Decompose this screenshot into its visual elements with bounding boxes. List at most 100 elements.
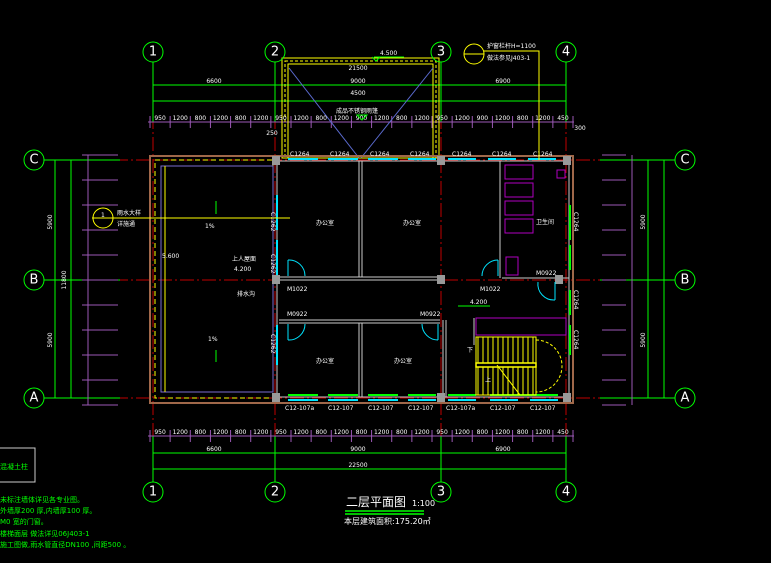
detail-dimension-label: 900	[477, 115, 489, 122]
room-labels: 办公室 办公室 办公室 办公室 卫生间	[316, 218, 554, 365]
svg-text:做法参见J403-1: 做法参见J403-1	[487, 54, 530, 62]
svg-text:上人屋面: 上人屋面	[232, 255, 256, 263]
svg-text:C12-107a: C12-107a	[285, 405, 314, 412]
svg-text:B: B	[681, 273, 690, 288]
svg-text:A: A	[30, 391, 39, 406]
detail-dimension-label: 1200	[334, 115, 349, 122]
svg-text:9000: 9000	[350, 446, 365, 453]
axis-bubble-3-bottom: 3	[430, 481, 452, 503]
room-label-office: 办公室	[403, 219, 421, 227]
svg-text:二层平面图: 二层平面图	[346, 495, 406, 509]
svg-text:排水沟: 排水沟	[237, 290, 255, 298]
svg-text:C1264: C1264	[330, 151, 350, 158]
svg-text:成品不锈钢雨篷: 成品不锈钢雨篷	[336, 107, 378, 115]
svg-text:300: 300	[574, 125, 586, 132]
detail-dimension-label: 450	[557, 429, 569, 436]
windows	[276, 158, 571, 401]
detail-dimension-label: 800	[396, 115, 408, 122]
svg-text:21500: 21500	[348, 65, 367, 72]
detail-dimension-label: 800	[396, 429, 408, 436]
detail-dimension-label: 800	[195, 429, 207, 436]
detail-dimension-label: 800	[477, 429, 489, 436]
window-labels: C1264 C1264 C1264 C1264 C1264 C1264 C126…	[269, 151, 579, 412]
svg-text:C1264: C1264	[452, 151, 472, 158]
svg-text:雨水大样: 雨水大样	[117, 209, 141, 217]
svg-text:M1022: M1022	[480, 286, 501, 293]
svg-text:1: 1	[101, 212, 105, 219]
svg-text:M0922: M0922	[536, 270, 557, 277]
svg-text:6600: 6600	[206, 446, 221, 453]
detail-dimension-label: 950	[154, 429, 166, 436]
svg-text:9000: 9000	[350, 78, 365, 85]
axis-bubble-C-right: C	[674, 149, 696, 171]
detail-dimension-label: 950	[436, 115, 448, 122]
svg-text:混凝土柱: 混凝土柱	[0, 462, 28, 471]
axis-bubble-B-right: B	[674, 269, 696, 291]
svg-text:护窗栏杆H=1100: 护窗栏杆H=1100	[487, 42, 536, 50]
svg-text:1: 1	[149, 485, 157, 500]
detail-dimension-label: 800	[356, 429, 368, 436]
detail-dimension-label: 1200	[455, 115, 470, 122]
svg-text:5900: 5900	[47, 332, 54, 347]
svg-text:2: 2	[271, 45, 279, 60]
detail-dimension-label: 800	[517, 429, 529, 436]
detail-dimension-label: 1200	[535, 429, 550, 436]
axis-bubble-4-bottom: 4	[555, 481, 577, 503]
detail-dimension-label: 1200	[253, 115, 268, 122]
general-notes: 混凝土柱 未标注墙体详见各专业图。 外墙厚200 厚,内墙厚100 厚。 M0 …	[0, 447, 130, 549]
door-labels: M1022 M0922 M0922 M1022 M0922	[287, 270, 557, 318]
svg-text:22500: 22500	[348, 462, 367, 469]
detail-dimension-label: 1200	[173, 115, 188, 122]
annotations: 4.500 成品不锈钢雨篷 4.200 5.600 1% 1% 上人屋面 4.2…	[92, 42, 540, 384]
svg-text:A: A	[681, 391, 690, 406]
dimension-ticks	[82, 116, 626, 442]
svg-text:楼梯面层 做法详见06J403-1: 楼梯面层 做法详见06J403-1	[0, 529, 90, 538]
svg-text:1%: 1%	[208, 336, 218, 343]
svg-text:C1264: C1264	[492, 151, 512, 158]
doors	[287, 259, 556, 341]
axis-bubble-1-bottom: 1	[142, 481, 164, 503]
svg-text:C12-107: C12-107	[530, 405, 556, 412]
svg-text:上: 上	[485, 376, 491, 384]
svg-text:4: 4	[562, 485, 570, 500]
axis-bubble-C-left: C	[23, 149, 45, 171]
svg-text:M1022: M1022	[287, 286, 308, 293]
axis-bubble-A-left: A	[23, 387, 45, 409]
detail-dimension-lines	[87, 121, 633, 437]
svg-text:M0922: M0922	[287, 311, 308, 318]
svg-text:C1262: C1262	[269, 334, 276, 354]
svg-text:C1264: C1264	[572, 290, 579, 310]
svg-text:C1264: C1264	[572, 212, 579, 232]
svg-text:1:100: 1:100	[412, 499, 435, 508]
detail-dimension-label: 950	[275, 429, 287, 436]
svg-text:1: 1	[149, 45, 157, 60]
axis-bubble-2-bottom: 2	[264, 481, 286, 503]
svg-text:C12-107: C12-107	[408, 405, 434, 412]
detail-dimension-label: 800	[315, 115, 327, 122]
svg-text:C: C	[29, 153, 38, 168]
svg-text:4.200: 4.200	[470, 299, 487, 306]
room-label-office: 办公室	[394, 357, 412, 365]
svg-text:C: C	[680, 153, 689, 168]
detail-dimension-label: 900	[356, 115, 368, 122]
grid-extension-lines	[44, 62, 675, 482]
detail-dimension-label: 1200	[455, 429, 470, 436]
svg-text:6900: 6900	[495, 446, 510, 453]
drawing-title: 二层平面图 1:100 本层建筑面积:175.20㎡	[344, 495, 435, 526]
svg-text:250: 250	[266, 130, 278, 137]
detail-dimension-label: 1200	[334, 429, 349, 436]
axis-bubble-4-top: 4	[555, 41, 577, 63]
svg-text:C1262: C1262	[269, 212, 276, 232]
detail-dimension-label: 1200	[414, 429, 429, 436]
interior-walls	[279, 161, 569, 397]
svg-text:C12-107: C12-107	[490, 405, 516, 412]
svg-text:M0 宽的门窗。: M0 宽的门窗。	[0, 517, 48, 526]
room-label-office: 办公室	[316, 219, 334, 227]
svg-text:C12-107: C12-107	[328, 405, 354, 412]
svg-text:B: B	[30, 273, 39, 288]
svg-text:C1264: C1264	[370, 151, 390, 158]
detail-dimension-label: 1200	[374, 115, 389, 122]
svg-text:C1264: C1264	[410, 151, 430, 158]
detail-dimension-label: 1200	[293, 429, 308, 436]
